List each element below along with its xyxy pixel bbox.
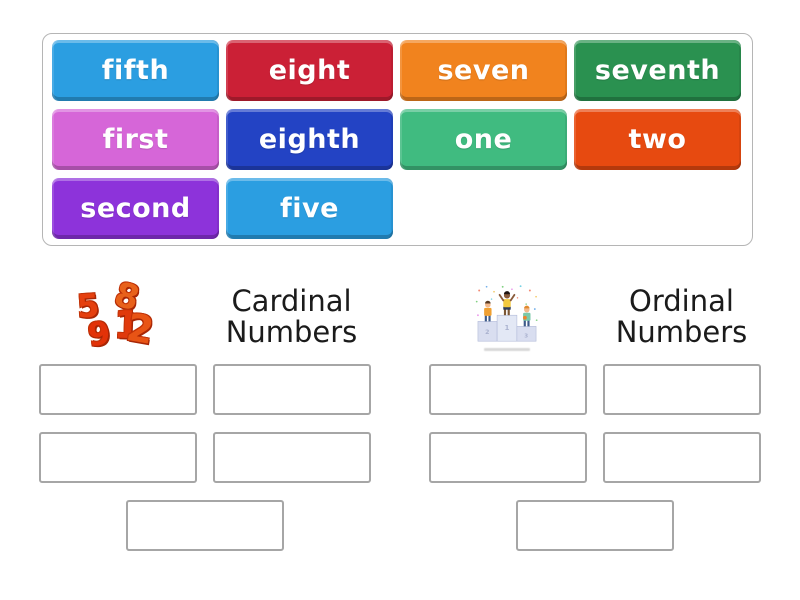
drop-slot[interactable]	[38, 364, 197, 415]
drop-slot[interactable]	[603, 364, 761, 415]
word-tile-eighth[interactable]: eighth	[226, 109, 393, 170]
word-tile-one[interactable]: one	[400, 109, 567, 170]
svg-text:2: 2	[485, 329, 489, 336]
ordinal-group-header: 2 1 3	[428, 281, 762, 353]
title-line: Numbers	[615, 315, 748, 349]
ordinal-slots	[428, 364, 762, 551]
cardinal-group-header: 5 8 9 1 2 Cardinal Numbers	[38, 275, 371, 355]
word-tile-eight[interactable]: eight	[226, 40, 393, 101]
word-tile-seven[interactable]: seven	[400, 40, 567, 101]
word-tile-fifth[interactable]: fifth	[52, 40, 219, 101]
word-tile-seventh[interactable]: seventh	[574, 40, 741, 101]
group-ordinal-numbers: 2 1 3	[428, 281, 762, 551]
word-tile-second[interactable]: second	[52, 178, 219, 239]
word-tile-first[interactable]: first	[52, 109, 219, 170]
drop-slot[interactable]	[212, 432, 371, 483]
drop-slot[interactable]	[212, 364, 371, 415]
winners-podium-image: 2 1 3	[475, 285, 538, 342]
digit-9: 9	[85, 313, 113, 355]
drop-slot[interactable]	[603, 432, 761, 483]
word-tile-two[interactable]: two	[574, 109, 741, 170]
drop-slot[interactable]	[125, 500, 284, 551]
drop-slot[interactable]	[429, 364, 587, 415]
svg-text:1: 1	[505, 324, 510, 332]
title-line: Cardinal	[231, 284, 352, 318]
group-cardinal-numbers: 5 8 9 1 2 Cardinal Numbers	[38, 275, 371, 551]
title-line: Ordinal	[629, 284, 734, 318]
drop-slot[interactable]	[429, 432, 587, 483]
cardinal-slots	[38, 364, 371, 551]
drop-slot[interactable]	[516, 500, 674, 551]
title-line: Numbers	[225, 315, 358, 349]
cardinal-numbers-image: 5 8 9 1 2	[67, 275, 167, 355]
svg-text:3: 3	[524, 333, 528, 339]
tile-tray: fifth eight seven seventh first eighth o…	[42, 33, 753, 246]
ordinal-group-title: Ordinal Numbers	[602, 281, 761, 353]
image-watermark	[484, 348, 530, 351]
drop-slot[interactable]	[38, 432, 197, 483]
word-tile-five[interactable]: five	[226, 178, 393, 239]
cardinal-group-title: Cardinal Numbers	[212, 281, 371, 353]
